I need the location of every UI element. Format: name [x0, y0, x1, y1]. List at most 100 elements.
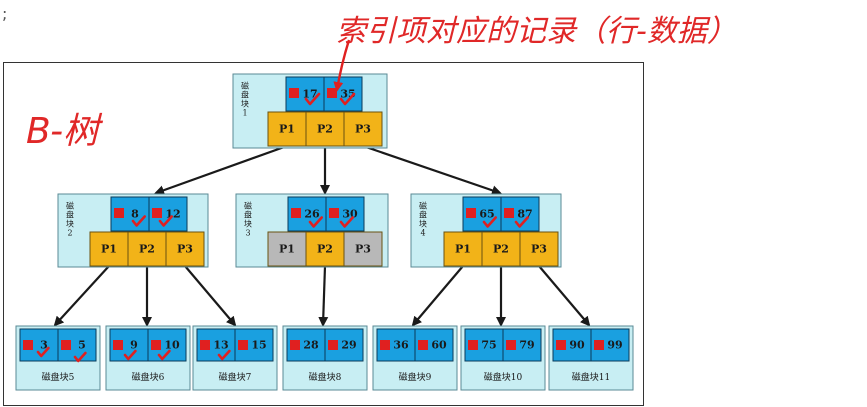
- pointer-label: P1: [279, 243, 295, 256]
- leaf-block-label: 磁盘块6: [132, 371, 165, 383]
- leaf-key-value: 3: [40, 339, 48, 352]
- disk-block-label: 盘: [244, 210, 252, 220]
- record-marker: [23, 340, 33, 350]
- pointer-cell: [305, 231, 345, 267]
- check-mark: [36, 346, 50, 358]
- caption-pointer-arrow: [333, 39, 351, 92]
- tree-edge: [362, 144, 502, 196]
- check-mark: [157, 349, 171, 361]
- leaf-key-value: 99: [607, 339, 622, 352]
- leaf-key-value: 60: [431, 339, 447, 352]
- leaf-disk-block: 28 29 磁盘块8: [282, 325, 368, 391]
- pointer-label: P2: [317, 123, 333, 136]
- diagram-title: B-树: [26, 111, 100, 152]
- check-mark: [217, 349, 231, 361]
- disk-block-label: 盘: [419, 210, 427, 220]
- check-mark: [304, 92, 321, 106]
- key-value: 87: [517, 208, 532, 221]
- key-value: 26: [304, 208, 320, 221]
- top-left-fragment: ;: [2, 4, 8, 23]
- annotation-caption: 索引项对应的记录（行-数据）: [336, 14, 737, 49]
- pointer-cell: [165, 231, 205, 267]
- key-value: 17: [302, 88, 317, 101]
- pointer-cell: [89, 231, 129, 267]
- record-marker: [329, 208, 339, 218]
- pointer-label: P3: [531, 243, 547, 256]
- check-mark: [308, 216, 323, 228]
- pointer-label: P2: [139, 243, 155, 256]
- pointer-cell: [127, 231, 167, 267]
- record-marker: [328, 340, 338, 350]
- key-value: 8: [131, 208, 139, 221]
- check-mark: [158, 215, 173, 227]
- record-marker: [152, 208, 162, 218]
- record-marker: [238, 340, 248, 350]
- leaf-block-label: 磁盘块8: [309, 371, 342, 383]
- pointer-cell: [443, 231, 483, 267]
- record-marker: [327, 88, 337, 98]
- leaf-key-value: 13: [213, 339, 228, 352]
- disk-block-label: 磁: [66, 201, 74, 211]
- leaf-key-value: 29: [341, 339, 356, 352]
- annotation-overlay: [36, 39, 529, 363]
- leaf-key-value: 75: [481, 339, 496, 352]
- record-marker: [380, 340, 390, 350]
- record-marker: [504, 208, 514, 218]
- record-marker: [594, 340, 604, 350]
- disk-block-label: 块: [244, 219, 252, 229]
- disk-block-label: 磁: [241, 81, 249, 91]
- disk-block-label: 盘: [66, 210, 74, 220]
- check-mark: [123, 349, 137, 361]
- disk-block-label: 块: [66, 219, 74, 229]
- check-mark: [339, 216, 354, 228]
- pointer-cell: [481, 231, 521, 267]
- record-marker: [418, 340, 428, 350]
- leaf-block-label: 磁盘块5: [42, 371, 75, 383]
- record-marker: [113, 340, 123, 350]
- leaf-key-value: 36: [393, 339, 409, 352]
- key-value: 65: [479, 208, 494, 221]
- tree-edge: [538, 265, 591, 327]
- leaf-block-label: 磁盘块7: [219, 371, 252, 383]
- disk-block-label: 2: [67, 229, 72, 238]
- disk-block-label: 块: [241, 99, 249, 109]
- pointer-label: P3: [355, 243, 371, 256]
- pointer-cell: [343, 111, 383, 147]
- tree-edge: [53, 265, 110, 327]
- record-marker: [289, 88, 299, 98]
- leaf-key-value: 90: [569, 339, 585, 352]
- disk-block-label: 块: [419, 219, 427, 229]
- pointer-cell: [343, 231, 383, 267]
- pointer-label: P3: [355, 123, 371, 136]
- pointer-label: P2: [317, 243, 333, 256]
- leaf-key-value: 28: [303, 339, 319, 352]
- record-marker: [151, 340, 161, 350]
- pointer-label: P2: [493, 243, 509, 256]
- record-marker: [468, 340, 478, 350]
- check-mark: [339, 92, 356, 106]
- leaf-key-value: 9: [130, 339, 138, 352]
- leaf-block-label: 磁盘块11: [572, 371, 610, 383]
- leaf-block-label: 磁盘块10: [484, 371, 523, 383]
- check-mark: [482, 216, 497, 228]
- pointer-label: P1: [279, 123, 295, 136]
- check-mark: [514, 216, 529, 228]
- pointer-label: P1: [455, 243, 471, 256]
- tree-edges: [53, 144, 591, 327]
- record-marker: [291, 208, 301, 218]
- disk-block-label: 4: [420, 229, 425, 238]
- disk-block-label: 3: [245, 229, 250, 238]
- disk-block-label: 1: [242, 109, 247, 118]
- leaf-key-value: 79: [519, 339, 534, 352]
- leaf-disk-block: 90 99 磁盘块11: [548, 325, 634, 391]
- record-marker: [200, 340, 210, 350]
